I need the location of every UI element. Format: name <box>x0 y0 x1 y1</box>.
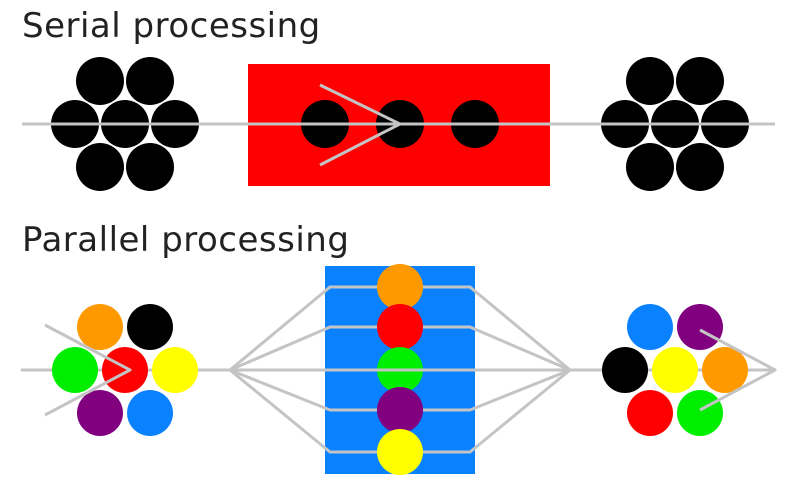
parallel-fan-out-line <box>468 368 572 412</box>
parallel-output-dot <box>702 347 748 393</box>
parallel-output-dot <box>627 304 673 350</box>
serial-output-dot <box>626 57 674 105</box>
parallel-processing-title: Parallel processing <box>22 220 350 260</box>
serial-input-dot <box>126 143 174 191</box>
parallel-fan-in-line <box>228 368 332 454</box>
parallel-channel-dot <box>377 387 423 433</box>
parallel-section <box>20 264 777 475</box>
parallel-output-dot <box>602 347 648 393</box>
parallel-channel-dot <box>377 264 423 310</box>
serial-input-dot <box>76 143 124 191</box>
serial-input-dot <box>126 57 174 105</box>
parallel-channel-dot <box>377 304 423 350</box>
parallel-fan-in-line <box>228 325 332 372</box>
parallel-input-chevron <box>44 323 132 417</box>
parallel-fan-out-line <box>468 325 572 372</box>
parallel-input-dot <box>102 347 148 393</box>
parallel-input-dot <box>77 390 123 436</box>
parallel-input-dot <box>52 347 98 393</box>
parallel-fan-out-line <box>468 285 572 372</box>
serial-output-dot <box>676 57 724 105</box>
parallel-fan-in-line <box>228 285 332 372</box>
parallel-output-dot <box>677 304 723 350</box>
parallel-output-chevron <box>699 328 777 412</box>
serial-output-dot <box>626 143 674 191</box>
parallel-output-cluster <box>602 304 748 436</box>
parallel-channel-dots <box>377 264 423 475</box>
parallel-fan-out-line <box>468 368 572 454</box>
parallel-input-cluster <box>52 304 198 436</box>
parallel-flow-overlay <box>44 323 777 417</box>
parallel-output-dot <box>677 390 723 436</box>
parallel-input-dot <box>127 304 173 350</box>
parallel-input-dot <box>152 347 198 393</box>
serial-output-cluster <box>601 57 749 191</box>
serial-input-dot <box>76 57 124 105</box>
parallel-input-dot <box>127 390 173 436</box>
serial-processing-title: Serial processing <box>22 6 321 46</box>
serial-output-dot <box>676 143 724 191</box>
serial-section <box>22 57 775 191</box>
parallel-channel-dot <box>377 429 423 475</box>
serial-arrow-chevron <box>319 83 404 167</box>
parallel-input-dot <box>77 304 123 350</box>
parallel-fan-in-line <box>228 368 332 412</box>
parallel-output-dot <box>652 347 698 393</box>
parallel-output-dot <box>627 390 673 436</box>
